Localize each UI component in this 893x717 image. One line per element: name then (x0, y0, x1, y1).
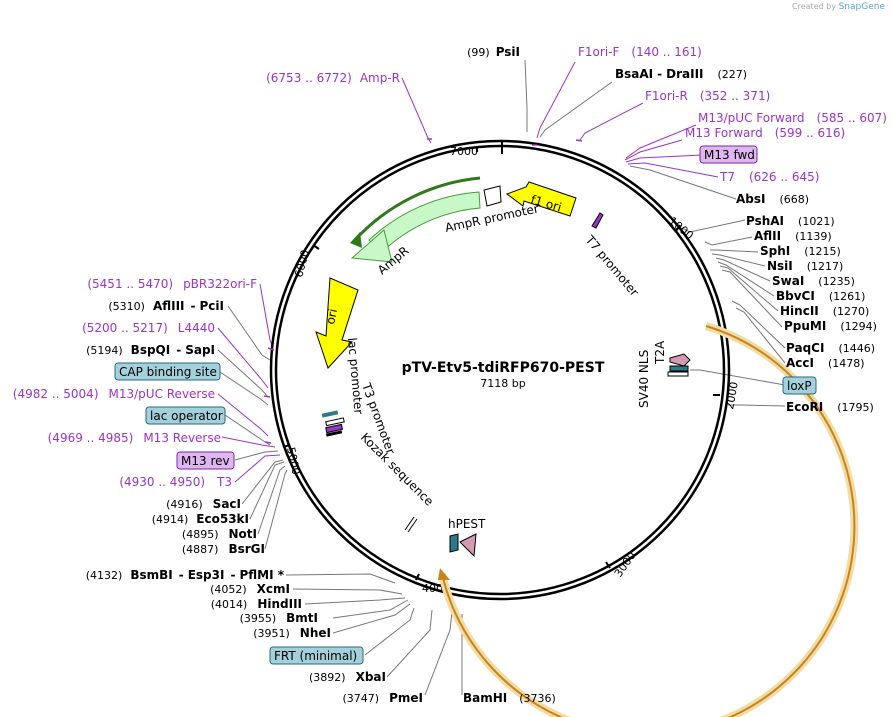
box-m13-rev: M13 rev (176, 451, 235, 470)
label-acci: AccI(1478) (786, 356, 865, 370)
plasmid-size: 7118 bp (480, 377, 525, 390)
label-absi: AbsI(668) (736, 192, 809, 206)
right-labels: (99)PsiI F1ori-F(140 .. 161) BsaAI-DraII… (467, 45, 887, 414)
svg-text:lac operator: lac operator (150, 409, 223, 423)
label-afliii: (5310)AflIII-PciI (108, 299, 224, 313)
box-frt-minimal: FRT (minimal) (269, 646, 364, 665)
backbone (269, 139, 731, 601)
label-swai: SwaI(1235) (772, 274, 855, 288)
label-xcmi: (4052)XcmI (210, 582, 290, 596)
feature-lac-promoter: lac promoter (345, 337, 366, 415)
label-bmti: (3955)BmtI (240, 611, 318, 625)
label-nhei: (3951)NheI (253, 626, 331, 640)
label-pmei: (3747)PmeI (343, 691, 423, 705)
label-nsii: NsiI(1217) (767, 259, 843, 273)
label-t7: T7(626 .. 645) (719, 170, 819, 184)
feature-ori: ori (323, 307, 340, 325)
tick-6000: 6000 (292, 248, 312, 278)
snapgene-credit: Created by SnapGene (792, 2, 885, 12)
label-xbai: (3892)XbaI (309, 670, 386, 684)
label-f1ori-f: F1ori-F(140 .. 161) (578, 45, 702, 59)
tick-5000: 5000 (284, 446, 303, 476)
label-bbvci: BbvCI(1261) (776, 289, 865, 303)
plasmid-name: pTV-Etv5-tdiRFP670-PEST (402, 360, 605, 376)
label-sphi: SphI(1215) (760, 244, 841, 258)
box-lac-operator: lac operator (145, 406, 226, 425)
label-saci: (4916)SacI (166, 497, 241, 511)
label-f1ori-r: F1ori-R(352 .. 371) (645, 89, 770, 103)
label-bsaai: BsaAI-DraIII(227) (615, 67, 747, 81)
label-m13-puc-forward: M13/pUC Forward(585 .. 607) (698, 111, 887, 125)
label-t3: (4930 .. 4950)T3 (119, 475, 232, 489)
snapgene-brand: SnapGene (838, 2, 885, 12)
label-m13-puc-reverse: (4982 .. 5004)M13/pUC Reverse (13, 387, 215, 401)
label-m13-forward: M13 Forward(599 .. 616) (685, 126, 845, 140)
scale-ticks (282, 140, 720, 581)
box-cap-binding-site: CAP binding site (114, 362, 221, 381)
label-paqci: PaqCI(1446) (786, 341, 875, 355)
feature-kozak: Kozak sequence (358, 430, 436, 508)
feature-t2a: T2A (653, 340, 667, 365)
label-hindiii: (4014)HindIII (211, 597, 302, 611)
label-pshai: PshAI(1021) (746, 214, 835, 228)
feature-t7-promoter: T7 promoter (582, 232, 641, 299)
label-bspqi: (5194)BspQI-SapI (86, 343, 215, 357)
feature-hpest: hPEST (448, 517, 486, 531)
label-psii: (99)PsiI (467, 45, 520, 59)
label-noti: (4895)NotI (182, 527, 257, 541)
svg-text:loxP: loxP (787, 379, 812, 393)
label-m13-reverse: (4969 .. 4985)M13 Reverse (48, 431, 221, 445)
label-hincii: HincII(1270) (780, 304, 869, 318)
box-m13-fwd: M13 fwd (699, 145, 758, 164)
svg-text:M13 fwd: M13 fwd (704, 148, 755, 162)
leader-lines (217, 59, 786, 696)
label-ppumi: PpuMI(1294) (784, 319, 877, 333)
label-bsrgi: (4887)BsrGI (182, 542, 265, 556)
svg-text:FRT (minimal): FRT (minimal) (274, 649, 357, 663)
left-labels: (6753 .. 6772)Amp-R (5451 .. 5470)pBR322… (13, 71, 556, 705)
label-pbr322ori-f: (5451 .. 5470)pBR322ori-F (87, 277, 257, 291)
label-eco53ki: (4914)Eco53kI (152, 512, 249, 526)
label-l4440: (5200 .. 5217)L4440 (82, 321, 215, 335)
credit-prefix: Created by (792, 2, 837, 11)
tick-7000: 7000 (450, 145, 478, 158)
svg-text:CAP binding site: CAP binding site (119, 365, 217, 379)
svg-text:M13 rev: M13 rev (181, 454, 230, 468)
label-bsmbi: (4132)BsmBI-Esp3I-PflMI * (86, 568, 285, 582)
label-amp-r: (6753 .. 6772)Amp-R (266, 71, 400, 85)
tick-2000: 2000 (723, 381, 741, 411)
primer-marks (263, 138, 583, 444)
label-aflii: AflII(1139) (754, 229, 832, 243)
feature-sv40-nls: SV40 NLS (637, 350, 651, 408)
label-bamhi: BamHI(3736) (463, 691, 556, 705)
label-ecori: EcoRI(1795) (786, 400, 874, 414)
box-loxp: loxP (782, 376, 817, 395)
